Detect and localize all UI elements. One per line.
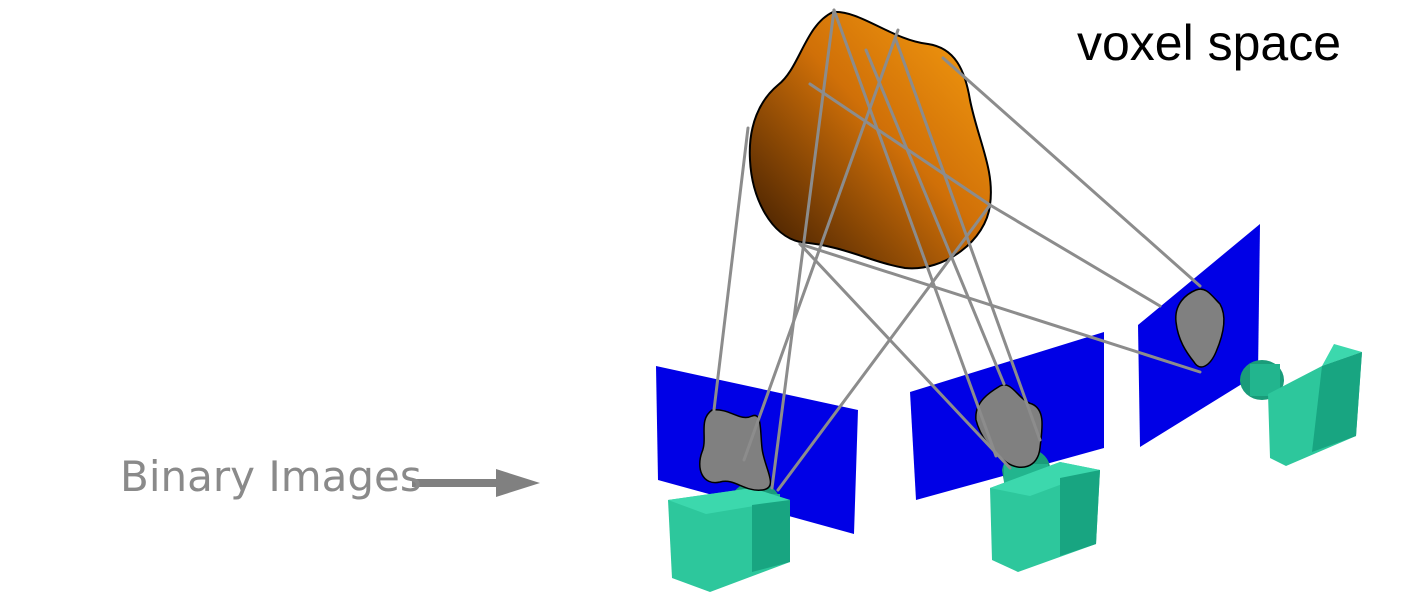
silhouette-left — [699, 409, 772, 491]
binary-images-label: Binary Images — [120, 452, 422, 501]
projection-rays — [712, 8, 1202, 492]
voxel-space-label: voxel space — [1077, 15, 1342, 71]
camera-body-middle — [990, 448, 1100, 572]
arrow-to-images — [412, 469, 540, 497]
voxel-object — [748, 10, 992, 270]
silhouette-right — [1175, 288, 1225, 368]
camera-body-right — [1240, 344, 1362, 466]
camera-body-left — [668, 482, 790, 592]
arrow-head-icon — [496, 469, 540, 497]
